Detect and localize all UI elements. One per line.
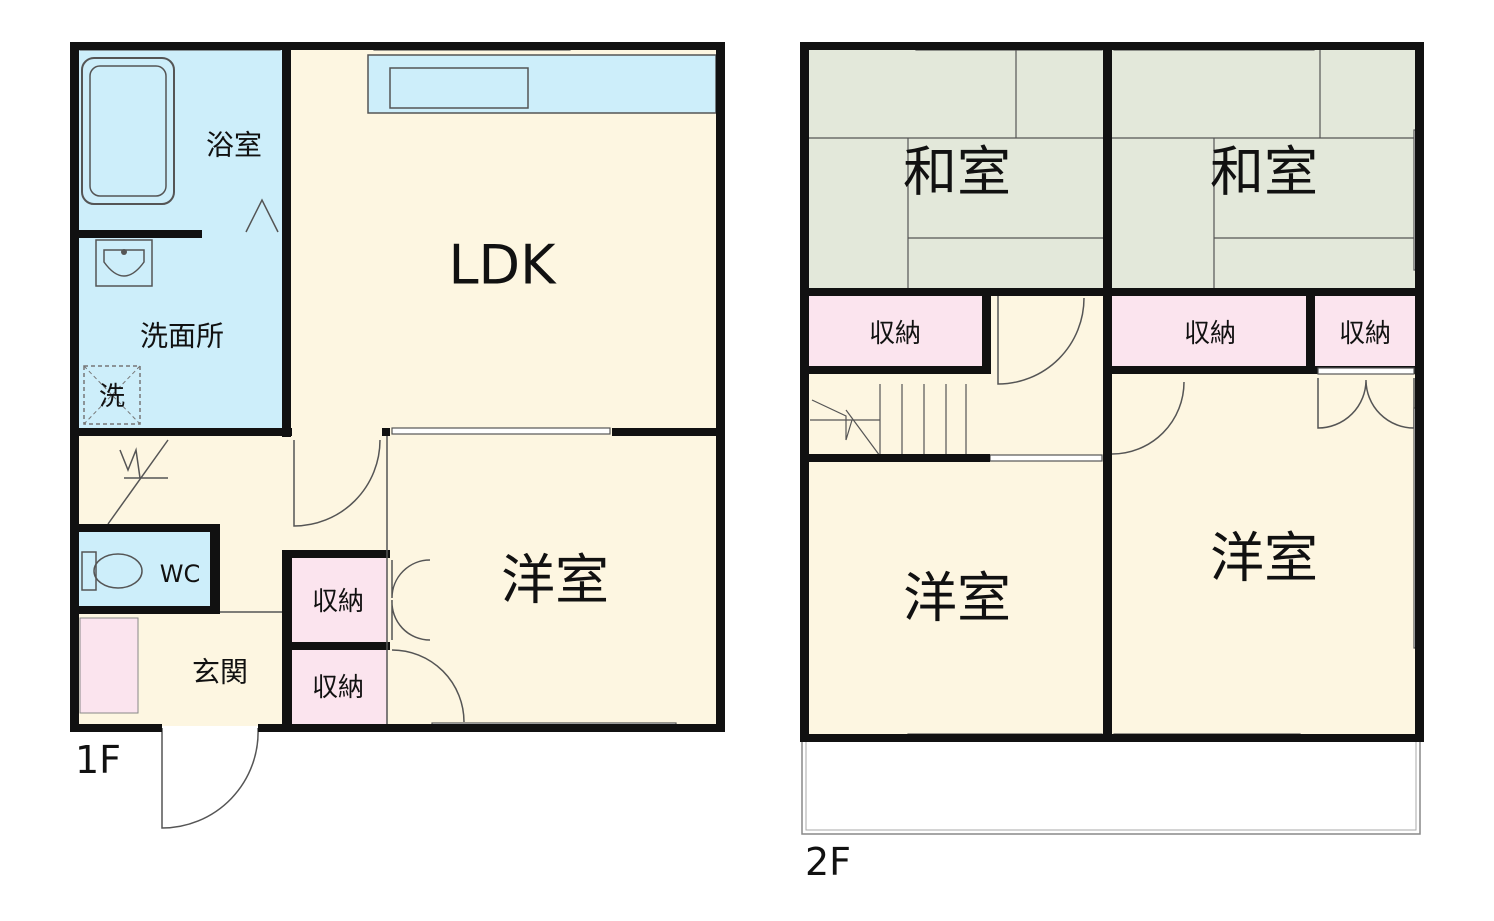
japanese-left-label: 和室 bbox=[903, 141, 1011, 204]
storage-2f-right-label: 収納 bbox=[1339, 319, 1391, 349]
japanese-left-area bbox=[806, 48, 1108, 292]
western-2f-left-label: 洋室 bbox=[903, 567, 1011, 630]
window-2f-stair-hall bbox=[989, 454, 1103, 462]
washroom-label: 洗面所 bbox=[140, 320, 224, 353]
ldk-label: LDK bbox=[448, 234, 557, 297]
toilet-label: WC bbox=[160, 560, 201, 588]
stairs-2f-icon bbox=[810, 384, 967, 458]
door-2f-stair-icon bbox=[997, 296, 1085, 385]
door-entrance-icon bbox=[161, 727, 259, 829]
tatami-pattern bbox=[806, 48, 1418, 292]
japanese-right-area bbox=[1108, 48, 1418, 292]
toilet-bowl-icon bbox=[81, 551, 143, 591]
storage-2f-left-area bbox=[806, 296, 984, 368]
storage-upper-area bbox=[287, 556, 387, 642]
kitchen-sink bbox=[389, 67, 529, 109]
floor-1-label: 1F bbox=[75, 738, 121, 782]
washroom-area bbox=[76, 236, 287, 431]
door-storage-upper-icon bbox=[391, 559, 431, 641]
storage-2f-left-label: 収納 bbox=[869, 319, 921, 349]
storage-2f-mid-label: 収納 bbox=[1184, 319, 1236, 349]
storage-upper-label: 収納 bbox=[312, 587, 364, 617]
shoe-cabinet bbox=[79, 617, 139, 714]
washer-space-icon bbox=[83, 365, 141, 425]
door-2f-closet-icon bbox=[1317, 378, 1415, 429]
western-2f-right-label: 洋室 bbox=[1210, 527, 1318, 590]
floor-2-label: 2F bbox=[805, 840, 851, 884]
storage-lower-area bbox=[287, 648, 387, 726]
storage-2f-right-area bbox=[1314, 296, 1418, 368]
washer-label: 洗 bbox=[99, 382, 125, 412]
floor-1-plan: 浴室 洗面所 洗 LDK WC 収納 収納 玄関 洋室 1F bbox=[70, 42, 725, 829]
storage-lower-label: 収納 bbox=[312, 673, 364, 703]
door-storage-lower-icon bbox=[391, 649, 465, 723]
toilet-area bbox=[76, 528, 216, 610]
stairs-1f-icon bbox=[107, 439, 169, 525]
bath-label: 浴室 bbox=[206, 129, 262, 162]
floor-2-plan: 和室 和室 収納 収納 収納 洋室 洋室 2F bbox=[800, 42, 1424, 884]
window-ldk-western bbox=[391, 427, 611, 435]
balcony-outline bbox=[801, 737, 1421, 835]
western-1f-label: 洋室 bbox=[501, 549, 609, 612]
western-room-1f-area bbox=[387, 431, 722, 726]
storage-2f-mid-area bbox=[1112, 296, 1308, 368]
entrance-label: 玄関 bbox=[192, 656, 248, 689]
washbasin-icon bbox=[95, 239, 153, 287]
door-2f-western-right-icon bbox=[1111, 381, 1185, 455]
door-hall-ldk-icon bbox=[293, 439, 381, 527]
door-bath-icon bbox=[245, 198, 279, 233]
bathtub-icon bbox=[81, 57, 175, 205]
japanese-right-label: 和室 bbox=[1210, 141, 1318, 204]
